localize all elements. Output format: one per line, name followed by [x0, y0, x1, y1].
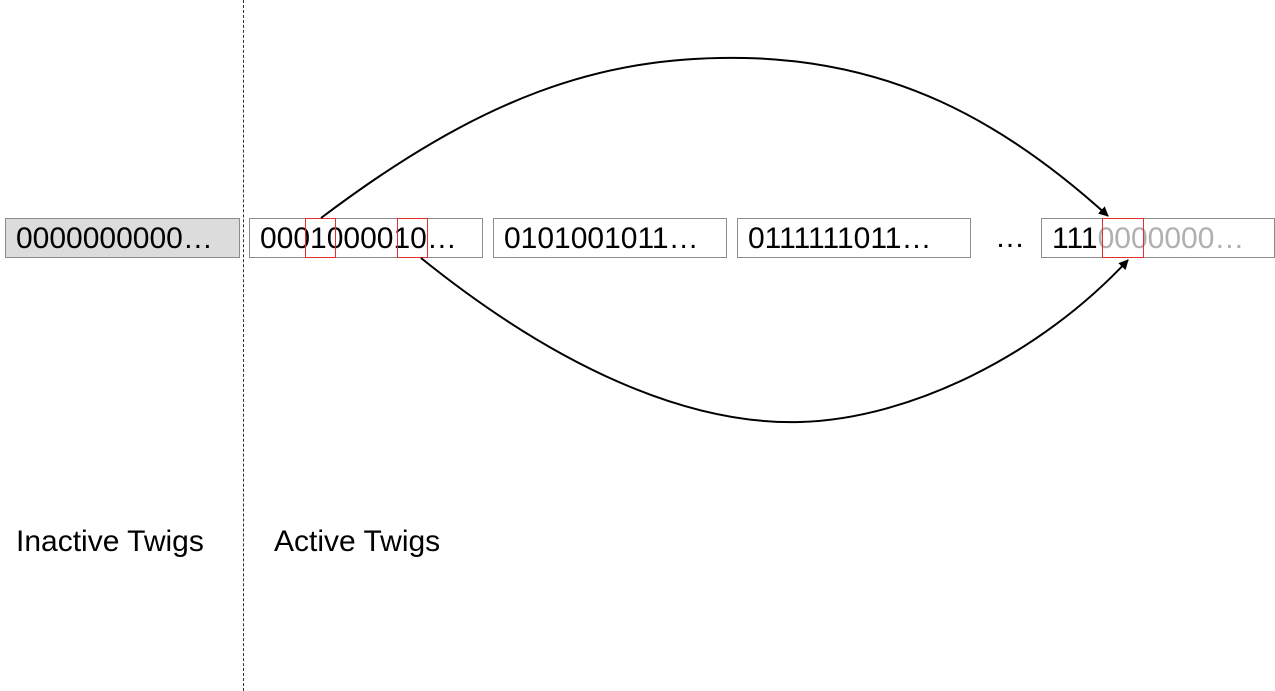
active-twigs-label: Active Twigs — [274, 525, 441, 558]
active-twig-3-text: 0111111011… — [748, 222, 932, 255]
inactive-active-divider — [243, 0, 244, 691]
inactive-twigs-label: Inactive Twigs — [16, 525, 204, 558]
lower-arrow — [420, 257, 1129, 424]
bit-highlight-source-2 — [397, 218, 428, 258]
last-active-twig: 1110000000… — [1041, 218, 1275, 258]
more-twigs-ellipsis: … — [995, 221, 1025, 254]
active-twig-1: 0001000010… — [249, 218, 483, 258]
upper-arrow — [320, 56, 1109, 219]
last-twig-prefix: 111 — [1052, 222, 1098, 255]
bit-highlight-target — [1102, 218, 1144, 258]
inactive-twig-text: 0000000000… — [16, 222, 213, 255]
active-twig-2: 0101001011… — [493, 218, 727, 258]
last-twig-suffix: 0000000… — [1097, 222, 1245, 255]
active-twig-3: 0111111011… — [737, 218, 971, 258]
active-twig-2-text: 0101001011… — [504, 222, 699, 255]
active-twig-1-text: 0001000010… — [260, 222, 457, 255]
bit-highlight-source-1 — [305, 218, 336, 258]
inactive-twig: 0000000000… — [5, 218, 240, 258]
